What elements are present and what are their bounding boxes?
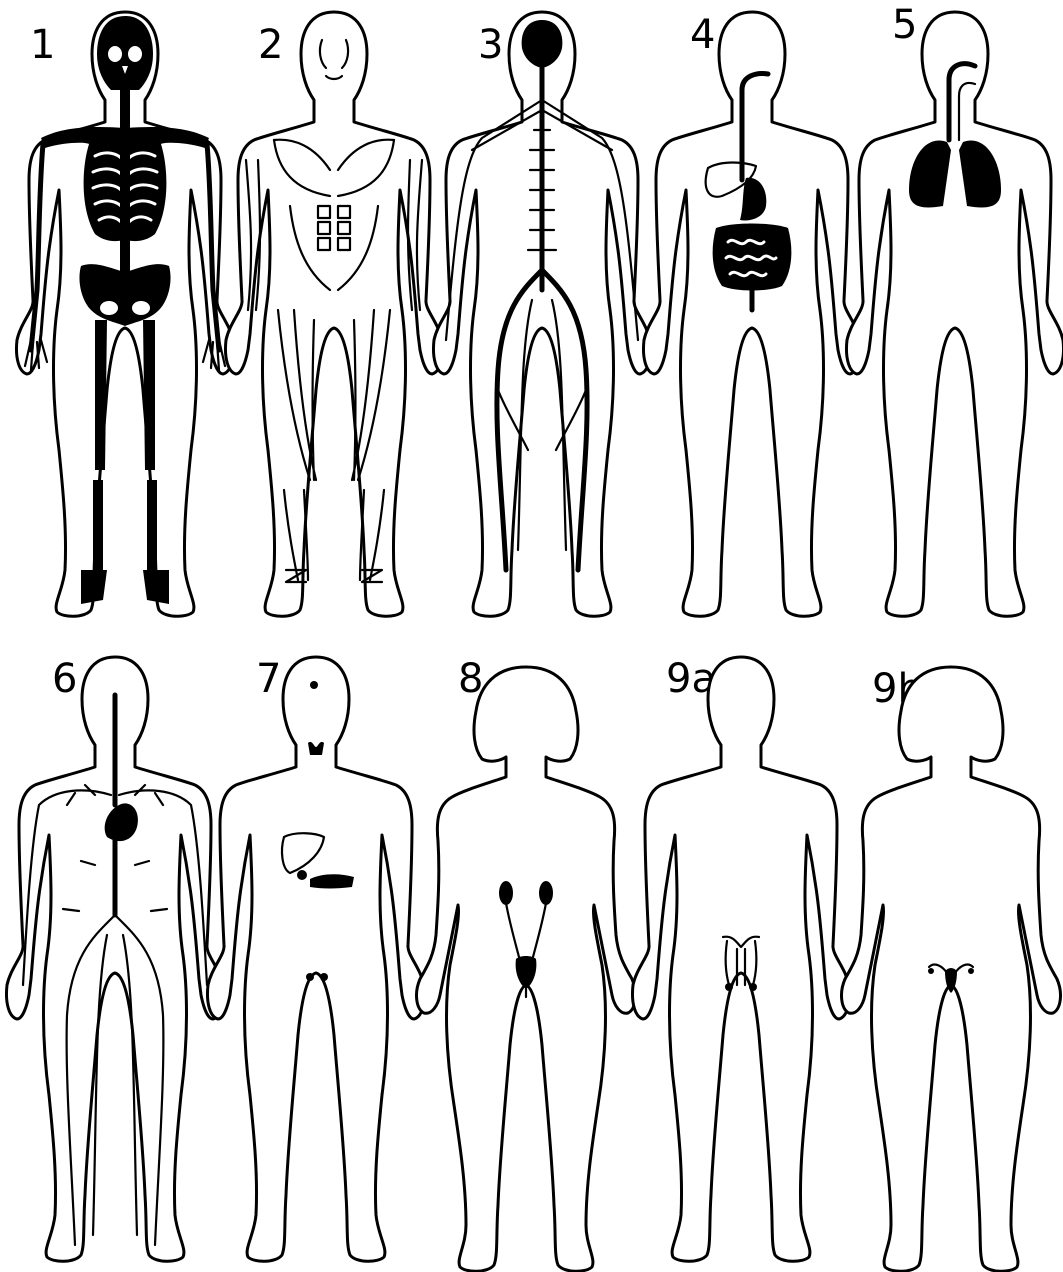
figure-digestive: 4 [643, 12, 860, 616]
figure-nervous: 3 [433, 12, 650, 616]
respiratory-figure [846, 12, 1063, 616]
digestive-figure [643, 12, 860, 616]
figure-label-6: 6 [52, 656, 77, 702]
figure-respiratory: 5 [846, 2, 1063, 616]
figure-label-7: 7 [256, 656, 281, 702]
male-reproductive-figure [632, 657, 849, 1261]
figure-muscular: 2 [225, 12, 442, 616]
figure-label-5: 5 [892, 2, 917, 48]
female-reproductive-figure [842, 667, 1061, 1271]
endocrine-figure [207, 657, 424, 1261]
figure-label-4: 4 [690, 12, 715, 58]
figure-reproductive-male: 9a [632, 656, 849, 1261]
figure-endocrine: 7 [207, 656, 424, 1261]
figure-urinary: 8 [417, 656, 636, 1271]
figure-label-3: 3 [478, 22, 503, 68]
figure-label-2: 2 [258, 22, 283, 68]
figure-reproductive-female: 9b [842, 666, 1061, 1271]
nerve-figure [433, 12, 650, 616]
figure-skeletal: 1 [16, 12, 233, 616]
muscle-figure [225, 12, 442, 616]
figure-circulatory: 6 [6, 656, 223, 1261]
figure-label-1: 1 [30, 22, 55, 68]
circulatory-figure [6, 657, 223, 1261]
skeleton-figure [16, 12, 233, 616]
urinary-figure [417, 667, 636, 1271]
